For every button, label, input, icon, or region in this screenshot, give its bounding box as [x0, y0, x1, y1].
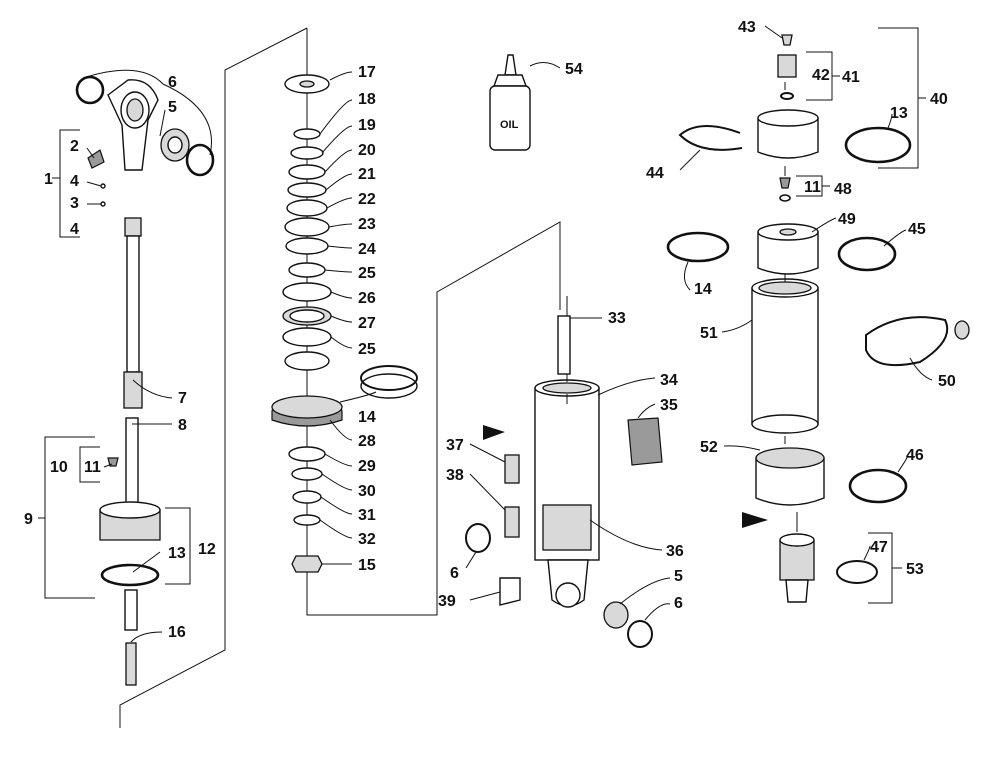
bottle-label: OIL — [500, 119, 519, 131]
callout-30: 30 — [358, 483, 376, 500]
damper-shaft — [123, 217, 143, 409]
callout-41: 41 — [842, 69, 860, 86]
callout-52: 52 — [700, 439, 718, 456]
callout-28: 28 — [358, 433, 376, 450]
callout-7: 7 — [178, 390, 187, 407]
callout-14a: 14 — [358, 409, 376, 426]
valve-53 — [779, 533, 878, 603]
callout-1: 1 — [44, 171, 53, 188]
callout-22: 22 — [358, 191, 376, 208]
callout-48: 48 — [834, 181, 852, 198]
callout-42: 42 — [812, 67, 830, 84]
callout-8: 8 — [178, 417, 187, 434]
callout-13: 13 — [168, 545, 186, 562]
piston-49 — [666, 177, 897, 275]
callout-53: 53 — [906, 561, 924, 578]
callout-21: 21 — [358, 166, 376, 183]
leader-lines — [82, 25, 933, 643]
callout-11b: 11 — [804, 179, 821, 196]
callout-51: 51 — [700, 325, 718, 342]
section-border-right — [878, 27, 919, 169]
callout-39: 39 — [438, 593, 456, 610]
callout-49: 49 — [838, 211, 856, 228]
oil-bottle: OIL — [489, 54, 531, 151]
callout-2: 2 — [70, 138, 79, 155]
callout-6b: 6 — [450, 565, 459, 582]
callout-45: 45 — [908, 221, 926, 238]
callout-27: 27 — [358, 315, 376, 332]
arrow-pointer-2 — [742, 512, 768, 528]
callout-9: 9 — [24, 511, 33, 528]
callout-13b: 13 — [890, 105, 908, 122]
callout-5: 5 — [168, 99, 177, 116]
callout-40: 40 — [930, 91, 948, 108]
callout-26: 26 — [358, 290, 376, 307]
callout-33: 33 — [608, 310, 626, 327]
callout-18: 18 — [358, 91, 376, 108]
callout-24: 24 — [358, 241, 376, 258]
callout-10: 10 — [50, 459, 68, 476]
callout-43: 43 — [738, 19, 756, 36]
bracket-12 — [165, 507, 191, 585]
callout-32: 32 — [358, 531, 376, 548]
callout-6: 6 — [168, 74, 177, 91]
callout-50: 50 — [938, 373, 956, 390]
callout-54: 54 — [565, 61, 583, 78]
section-border-left — [119, 27, 308, 728]
reservoir-tube — [751, 278, 819, 434]
adjuster-fittings — [465, 425, 653, 648]
callout-37: 37 — [446, 437, 464, 454]
callout-44: 44 — [646, 165, 664, 182]
callout-17: 17 — [358, 64, 376, 81]
arrow-pointer — [483, 425, 505, 440]
band-14-left — [360, 365, 418, 399]
callout-25b: 25 — [358, 341, 376, 358]
piston-assembly — [99, 417, 161, 686]
bracket-10 — [79, 446, 100, 483]
callout-20: 20 — [358, 142, 376, 159]
callout-34: 34 — [660, 372, 678, 389]
callout-38: 38 — [446, 467, 464, 484]
callout-35: 35 — [660, 397, 678, 414]
callout-11: 11 — [84, 459, 101, 476]
shim-stack — [271, 74, 343, 573]
bracket-1 — [52, 129, 80, 238]
callout-31: 31 — [358, 507, 376, 524]
callout-4b: 4 — [70, 221, 79, 238]
callout-36: 36 — [666, 543, 684, 560]
callout-labels: 1 2 3 4 4 5 6 7 8 9 10 11 12 13 16 17 18… — [24, 19, 956, 641]
callout-12: 12 — [198, 541, 216, 558]
callout-23: 23 — [358, 216, 376, 233]
reservoir-cap-assembly — [678, 34, 912, 164]
shock-body — [534, 315, 663, 608]
callout-14b: 14 — [694, 281, 712, 298]
callout-19: 19 — [358, 117, 376, 134]
callout-47: 47 — [870, 539, 888, 556]
bracket-9 — [38, 436, 95, 599]
callout-25a: 25 — [358, 265, 376, 282]
reservoir-base — [742, 447, 908, 528]
clamp-band — [865, 316, 970, 367]
callout-4a: 4 — [70, 173, 79, 190]
callout-46: 46 — [906, 447, 924, 464]
callout-6c: 6 — [674, 595, 683, 612]
callout-29: 29 — [358, 458, 376, 475]
eyelet-assembly — [75, 75, 215, 207]
callout-16: 16 — [168, 624, 186, 641]
callout-15: 15 — [358, 557, 376, 574]
callout-3: 3 — [70, 195, 79, 212]
callout-5b: 5 — [674, 568, 683, 585]
